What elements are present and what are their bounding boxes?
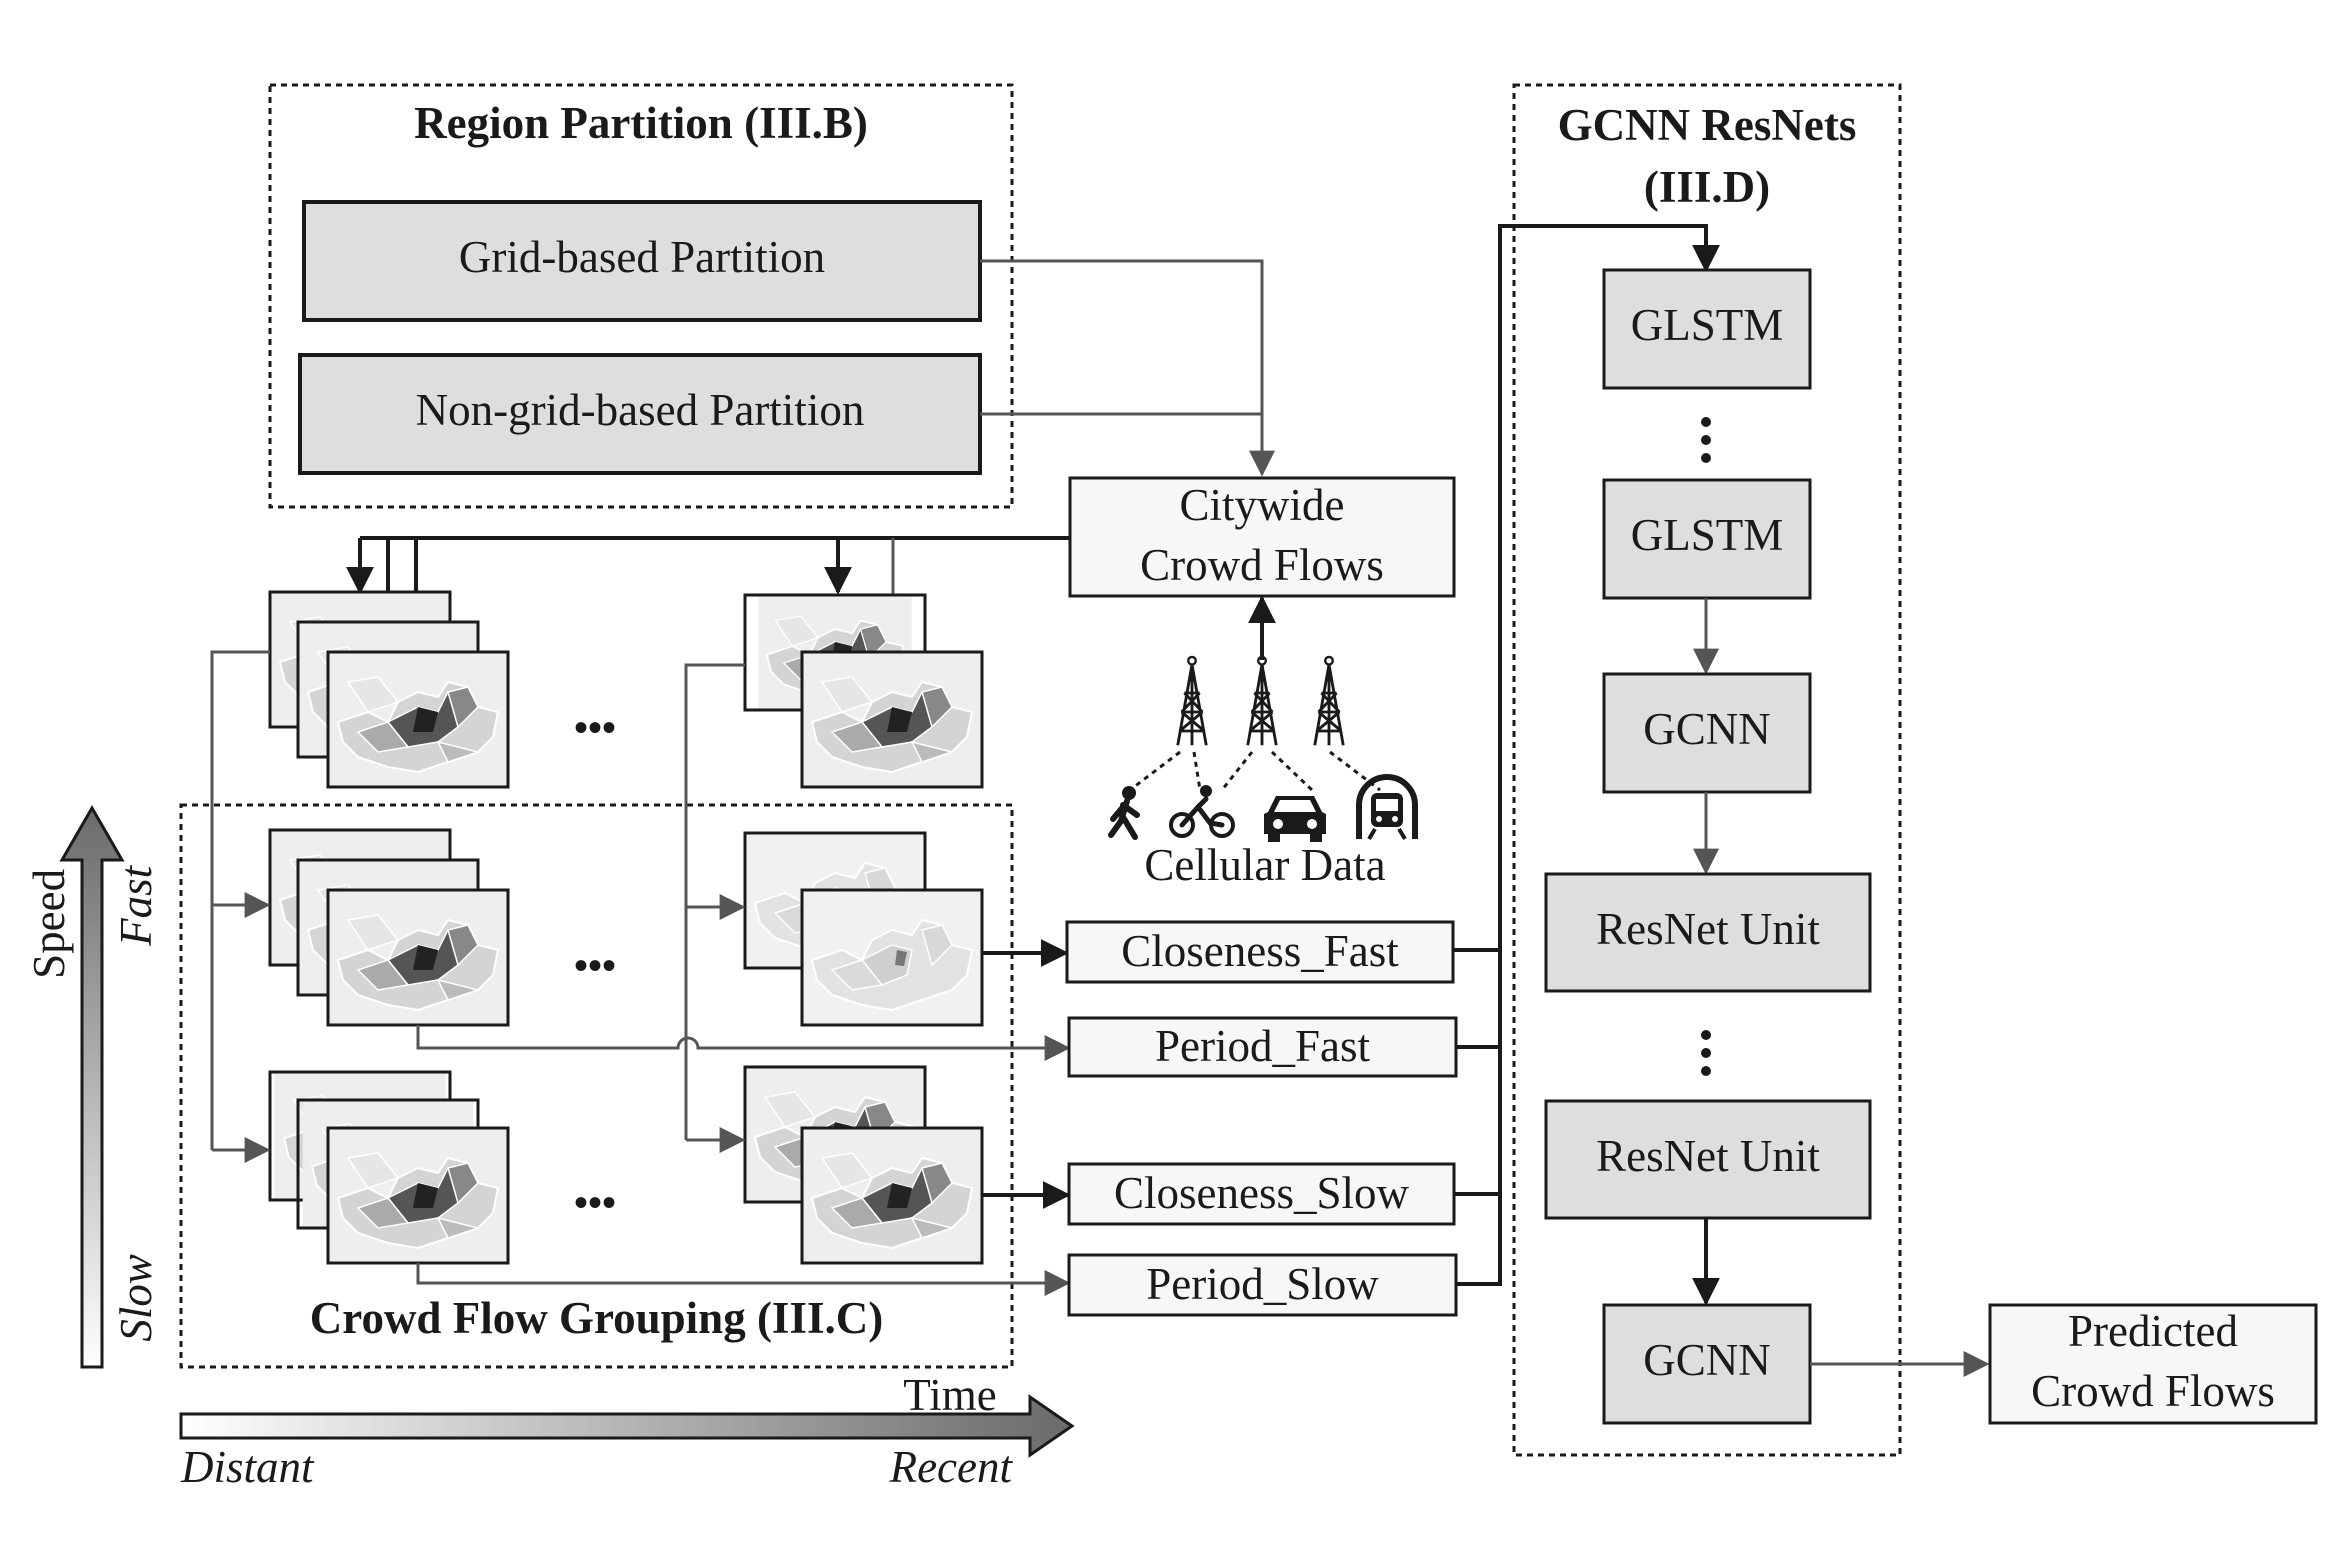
vdots-2 (1701, 1030, 1711, 1040)
train-icon (1356, 774, 1418, 841)
resnet-unit-bottom-box (1544, 1099, 1872, 1220)
fast-label: Fast (111, 865, 162, 946)
region-partition-title: Region Partition (III.B) (414, 98, 868, 148)
speed-axis-label: Speed (24, 868, 75, 979)
recent-label: Recent (889, 1442, 1012, 1492)
gcnn-out-box (1602, 1303, 1812, 1425)
bicycle-icon (1169, 785, 1235, 838)
crowd-flow-grouping-container (179, 803, 1014, 1369)
closeness-slow-box (1067, 1162, 1456, 1226)
fast-distant-to-period-fast (416, 1025, 1071, 1061)
period-slow-label: Period_Slow (1146, 1259, 1379, 1309)
glstm-top-label: GLSTM (1630, 300, 1784, 350)
time-axis-arrow (179, 1394, 1075, 1458)
vdots-1c (1701, 453, 1711, 463)
crowd-flow-grouping-title: Crowd Flow Grouping (III.C) (309, 1293, 884, 1343)
predicted-label-line2: Crowd Flows (2031, 1366, 2275, 1416)
closeness-slow-label: Closeness_Slow (1113, 1168, 1410, 1218)
grid-to-citywide-line (980, 259, 1275, 477)
predicted-crowd-flows-box (1988, 1303, 2318, 1425)
non-grid-based-partition-box (298, 353, 982, 475)
grid-based-partition-box (302, 200, 982, 322)
gcnn-resnets-title-line1: GCNN ResNets (1557, 100, 1857, 150)
ellipsis-slow: ••• (573, 1180, 616, 1225)
map-stack-top-left (268, 590, 510, 789)
ellipsis-top: ••• (573, 705, 616, 750)
grouping-line-left (210, 650, 270, 1150)
gcnn-out-label: GCNN (1643, 1335, 1771, 1385)
glstm-bottom-label: GLSTM (1630, 510, 1784, 560)
map-stack-fast-right (743, 831, 984, 1027)
resnet-unit-top-label: ResNet Unit (1596, 904, 1820, 954)
pedestrian-icon (1108, 786, 1140, 840)
vdots-1b (1701, 435, 1711, 445)
ellipsis-fast: ••• (573, 943, 616, 988)
distant-label: Distant (181, 1442, 314, 1492)
gcnn-resnets-title-line2: (III.D) (1643, 162, 1771, 212)
closeness-fast-label: Closeness_Fast (1121, 926, 1399, 976)
vdots-2b (1701, 1048, 1711, 1058)
resnet-unit-bottom-label: ResNet Unit (1596, 1131, 1820, 1181)
citywide-label-line2: Crowd Flows (1140, 540, 1384, 590)
glstm-top-box (1602, 268, 1812, 390)
predicted-label-line1: Predicted (2068, 1306, 2238, 1356)
map-stack-top-right (743, 593, 984, 789)
period-fast-label: Period_Fast (1154, 1021, 1370, 1071)
resnet-unit-top-box (1544, 872, 1872, 993)
gcnn-resnets-container (1512, 83, 1902, 1457)
tower-icon (1313, 655, 1345, 747)
cellular-data-label: Cellular Data (1144, 840, 1386, 890)
cellular-towers (1176, 655, 1345, 747)
slow-label: Slow (111, 1254, 162, 1342)
inputs-bus (1453, 224, 1706, 1286)
car-icon (1264, 796, 1326, 842)
closeness-fast-box (1065, 920, 1455, 984)
region-partition-container (268, 83, 1014, 509)
gcnn-mid-label: GCNN (1643, 704, 1771, 754)
vdots-1 (1701, 417, 1711, 427)
grid-based-partition-label: Grid-based Partition (458, 232, 826, 282)
vdots-2c (1701, 1066, 1711, 1076)
map-stack-slow-left (268, 1070, 510, 1265)
period-fast-box (1067, 1016, 1458, 1078)
citywide-label-line1: Citywide (1179, 480, 1345, 530)
map-stack-fast-left (268, 828, 510, 1027)
grouping-line-right (684, 663, 745, 1140)
time-axis-label: Time (903, 1370, 997, 1420)
map-stack-slow-right (743, 1065, 984, 1265)
glstm-bottom-box (1602, 478, 1812, 600)
signal-dots (1129, 750, 1381, 792)
slow-distant-to-period-slow (416, 1263, 1071, 1296)
tower-icon (1176, 655, 1208, 747)
tower-icon (1246, 655, 1278, 747)
non-grid-based-partition-label: Non-grid-based Partition (415, 385, 865, 435)
speed-axis-arrow (59, 804, 125, 1369)
